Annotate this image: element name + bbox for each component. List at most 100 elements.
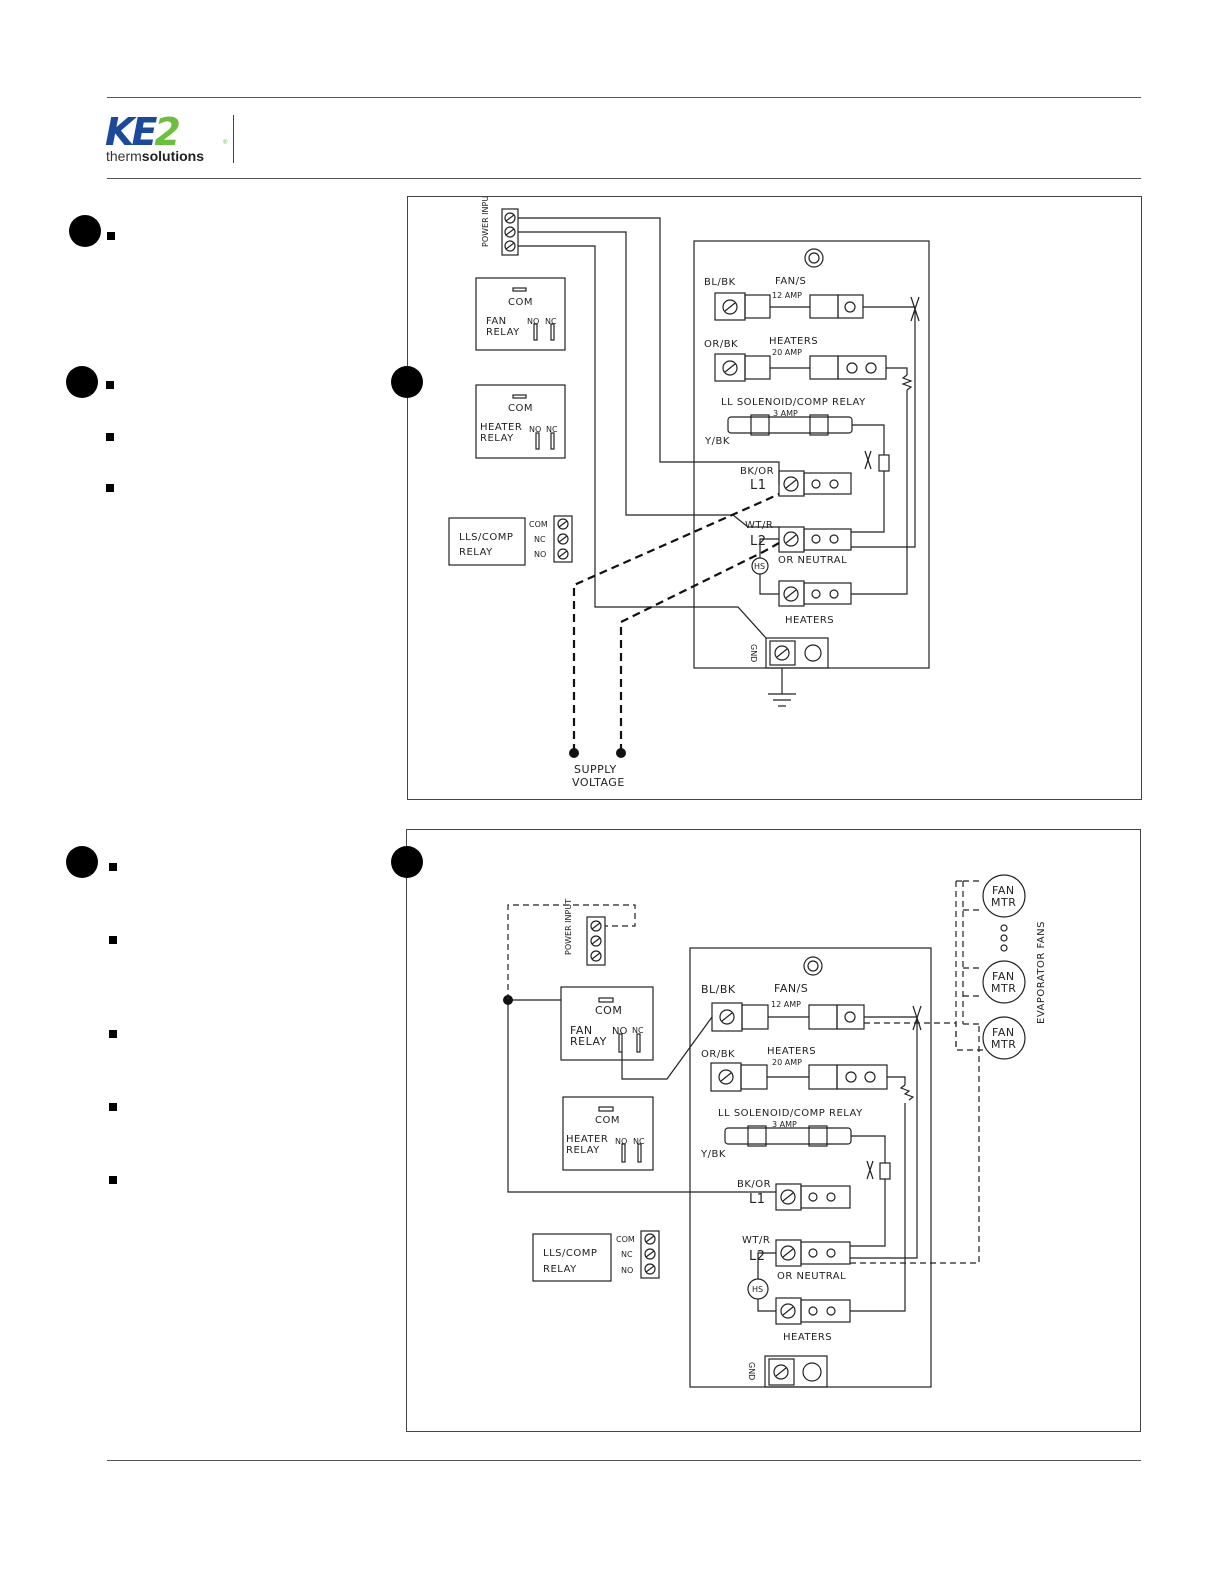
wiring-diagram-1: POWER INPUT COM FAN RELAY NO NC COM HEAT… — [407, 191, 1142, 800]
supply-label: SUPPLY — [574, 763, 617, 776]
logo-divider — [233, 115, 234, 163]
heaters-amp-label: 20 AMP — [772, 348, 802, 357]
lls-relay-no: NO — [534, 550, 546, 559]
heater-relay-nc: NC — [546, 425, 558, 434]
lls-relay-com: COM — [529, 520, 548, 529]
heater-relay-com-2: COM — [595, 1115, 620, 1126]
diagram-marker-1 — [391, 366, 423, 398]
heater-relay-no-2: NO — [615, 1137, 627, 1146]
hs-label-2: HS — [752, 1285, 763, 1294]
l2-label: L2 — [750, 534, 767, 549]
fan-relay-nc-2: NC — [632, 1026, 644, 1035]
heater-relay-heater-2: HEATER — [566, 1134, 608, 1145]
list-bullet — [106, 484, 114, 492]
or-bk-label: OR/BK — [704, 339, 738, 350]
y-bk-label-2: Y/BK — [700, 1149, 726, 1160]
step-bullet-1 — [69, 215, 101, 247]
or-neutral-label-2: OR NEUTRAL — [777, 1271, 846, 1282]
heater-relay-heater: HEATER — [480, 422, 522, 433]
heaters-amp-label-2: 20 AMP — [772, 1058, 802, 1067]
ll-amp-label-2: 3 AMP — [772, 1120, 797, 1129]
heater-relay-com: COM — [508, 403, 533, 414]
heaters-bottom-label: HEATERS — [785, 615, 834, 626]
header-rule-top — [107, 97, 1141, 98]
wiring-diagram-2: POWER INPUT COM FAN RELAY NO NC COM HEAT… — [406, 829, 1141, 1432]
list-bullet — [106, 433, 114, 441]
lls-relay-relay-2: RELAY — [543, 1264, 577, 1275]
list-bullet — [109, 863, 117, 871]
heaters-top-label-2: HEATERS — [767, 1046, 816, 1057]
fan-s-label: FAN/S — [775, 276, 806, 287]
fan-amp-label-2: 12 AMP — [771, 1000, 801, 1009]
fan-relay-com: COM — [508, 297, 533, 308]
bk-or-label: BK/OR — [740, 466, 774, 477]
lls-relay-label: LLS/COMP — [459, 532, 513, 543]
fan-motor-1-fan: FAN — [992, 884, 1015, 897]
lls-relay-relay: RELAY — [459, 547, 493, 558]
heaters-bottom-label-2: HEATERS — [783, 1332, 832, 1343]
fan-motor-3-mtr: MTR — [991, 1038, 1016, 1051]
evaporator-fans-label: EVAPORATOR FANS — [1036, 921, 1047, 1024]
step-bullet-2 — [66, 366, 98, 398]
l1-label-2: L1 — [749, 1192, 766, 1207]
l2-label-2: L2 — [749, 1249, 766, 1264]
list-bullet — [106, 381, 114, 389]
fan-relay-nc: NC — [545, 317, 557, 326]
logo-subtitle: thermsolutions — [106, 148, 205, 164]
heater-relay-no: NO — [529, 425, 541, 434]
hs-label: HS — [754, 562, 765, 571]
bl-bk-label: BL/BK — [704, 277, 736, 288]
bk-or-label-2: BK/OR — [737, 1179, 771, 1190]
power-input-label: POWER INPUT — [481, 197, 490, 247]
fan-relay-relay: RELAY — [486, 327, 520, 338]
lls-relay-com-2: COM — [616, 1235, 635, 1244]
list-bullet — [109, 1030, 117, 1038]
list-bullet — [107, 232, 115, 240]
fan-relay-fan: FAN — [486, 316, 507, 327]
ll-amp-label: 3 AMP — [773, 409, 798, 418]
lls-relay-label-2: LLS/COMP — [543, 1248, 597, 1259]
gnd-label: GND — [749, 644, 758, 662]
fan-amp-label: 12 AMP — [772, 291, 802, 300]
ll-solenoid-label: LL SOLENOID/COMP RELAY — [721, 397, 866, 408]
fan-relay-fan-2: FAN — [570, 1024, 593, 1037]
lls-relay-nc-2: NC — [621, 1250, 633, 1259]
fan-motor-2-mtr: MTR — [991, 982, 1016, 995]
heater-relay-nc-2: NC — [633, 1137, 645, 1146]
fan-relay-com-2: COM — [595, 1004, 622, 1017]
ll-solenoid-label-2: LL SOLENOID/COMP RELAY — [718, 1108, 863, 1119]
wt-r-label-2: WT/R — [742, 1235, 770, 1246]
fan-relay-relay-2: RELAY — [570, 1035, 607, 1048]
voltage-label: VOLTAGE — [572, 776, 625, 789]
list-bullet — [109, 1103, 117, 1111]
or-bk-label-2: OR/BK — [701, 1049, 735, 1060]
fan-relay-no: NO — [527, 317, 539, 326]
logo-registered: ® — [223, 140, 228, 146]
fan-motor-3-fan: FAN — [992, 1026, 1015, 1039]
wiring-diagram-2-svg: POWER INPUT COM FAN RELAY NO NC COM HEAT… — [503, 874, 1047, 1388]
logo-mark: KE2 — [105, 110, 181, 154]
l1-label: L1 — [750, 478, 767, 493]
fan-s-label-2: FAN/S — [774, 982, 808, 995]
heater-relay-relay: RELAY — [480, 433, 514, 444]
fan-motor-1-mtr: MTR — [991, 896, 1016, 909]
list-bullet — [109, 1176, 117, 1184]
wt-r-label: WT/R — [745, 520, 773, 531]
step-bullet-3 — [66, 846, 98, 878]
lls-relay-nc: NC — [534, 535, 546, 544]
power-input-label-2: POWER INPUT — [564, 899, 573, 955]
heater-relay-relay-2: RELAY — [566, 1145, 600, 1156]
y-bk-label: Y/BK — [704, 436, 730, 447]
gnd-label-2: GND — [747, 1362, 756, 1380]
ke2-logo: KE2 thermsolutions ® — [105, 112, 240, 168]
lls-relay-no-2: NO — [621, 1266, 633, 1275]
footer-rule — [107, 1460, 1141, 1461]
fan-relay-no-2: NO — [612, 1026, 627, 1037]
fan-motor-2-fan: FAN — [992, 970, 1015, 983]
header-rule-bottom — [107, 178, 1141, 179]
heaters-top-label: HEATERS — [769, 336, 818, 347]
diagram-marker-2 — [391, 846, 423, 878]
or-neutral-label: OR NEUTRAL — [778, 555, 847, 566]
wiring-diagram-1-svg: POWER INPUT COM FAN RELAY NO NC COM HEAT… — [448, 191, 930, 789]
list-bullet — [109, 936, 117, 944]
